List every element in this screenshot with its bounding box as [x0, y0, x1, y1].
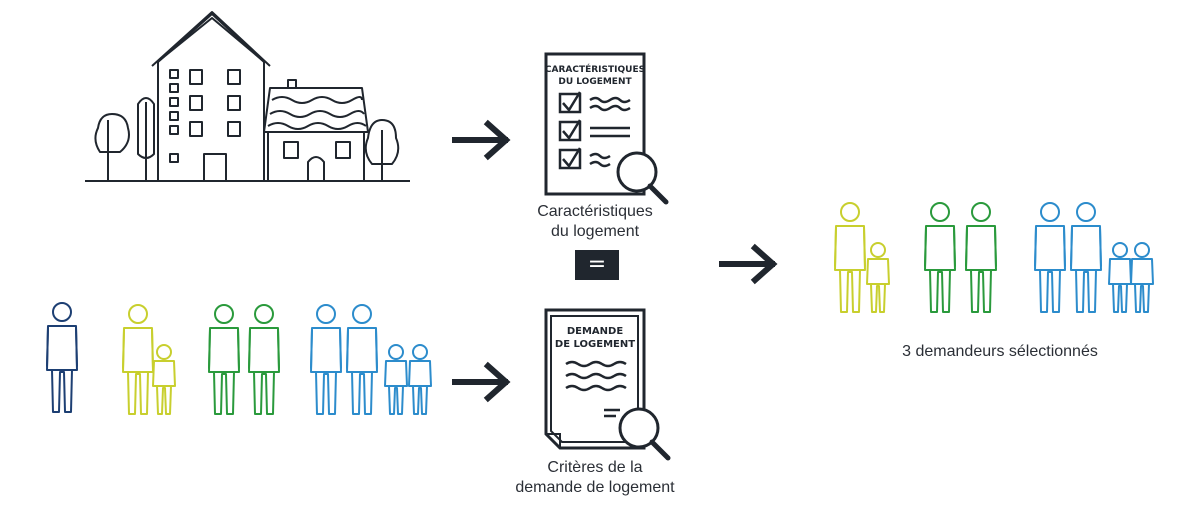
- arrow-right-icon: [452, 119, 778, 403]
- label-bottom: Critères de la demande de logement: [505, 458, 685, 498]
- result-label: 3 demandeurs sélectionnés: [902, 343, 1098, 360]
- application-document-icon: DEMANDE DE LOGEMENT: [544, 308, 671, 461]
- label-top: Caractéristiques du logement: [520, 202, 670, 242]
- magnifier-icon: [618, 407, 671, 461]
- buildings-illustration: [85, 11, 410, 182]
- doc-top-title-2: DU LOGEMENT: [558, 77, 632, 87]
- people-icons: [46, 302, 432, 415]
- doc-top-title-1: CARACTÉRISTIQUES: [545, 63, 645, 75]
- label-bottom-line1: Critères de la: [547, 459, 643, 476]
- label-top-line1: Caractéristiques: [537, 203, 653, 220]
- label-bottom-line2: demande de logement: [515, 479, 675, 496]
- magnifier-icon: [616, 151, 669, 205]
- label-top-line2: du logement: [550, 223, 640, 240]
- doc-bottom-title-2: DE LOGEMENT: [555, 339, 635, 350]
- checklist-document-icon: CARACTÉRISTIQUES DU LOGEMENT: [544, 52, 669, 205]
- selected-people-icons: [834, 202, 1154, 313]
- doc-bottom-title-1: DEMANDE: [567, 326, 623, 337]
- equals-sign: =: [575, 250, 619, 280]
